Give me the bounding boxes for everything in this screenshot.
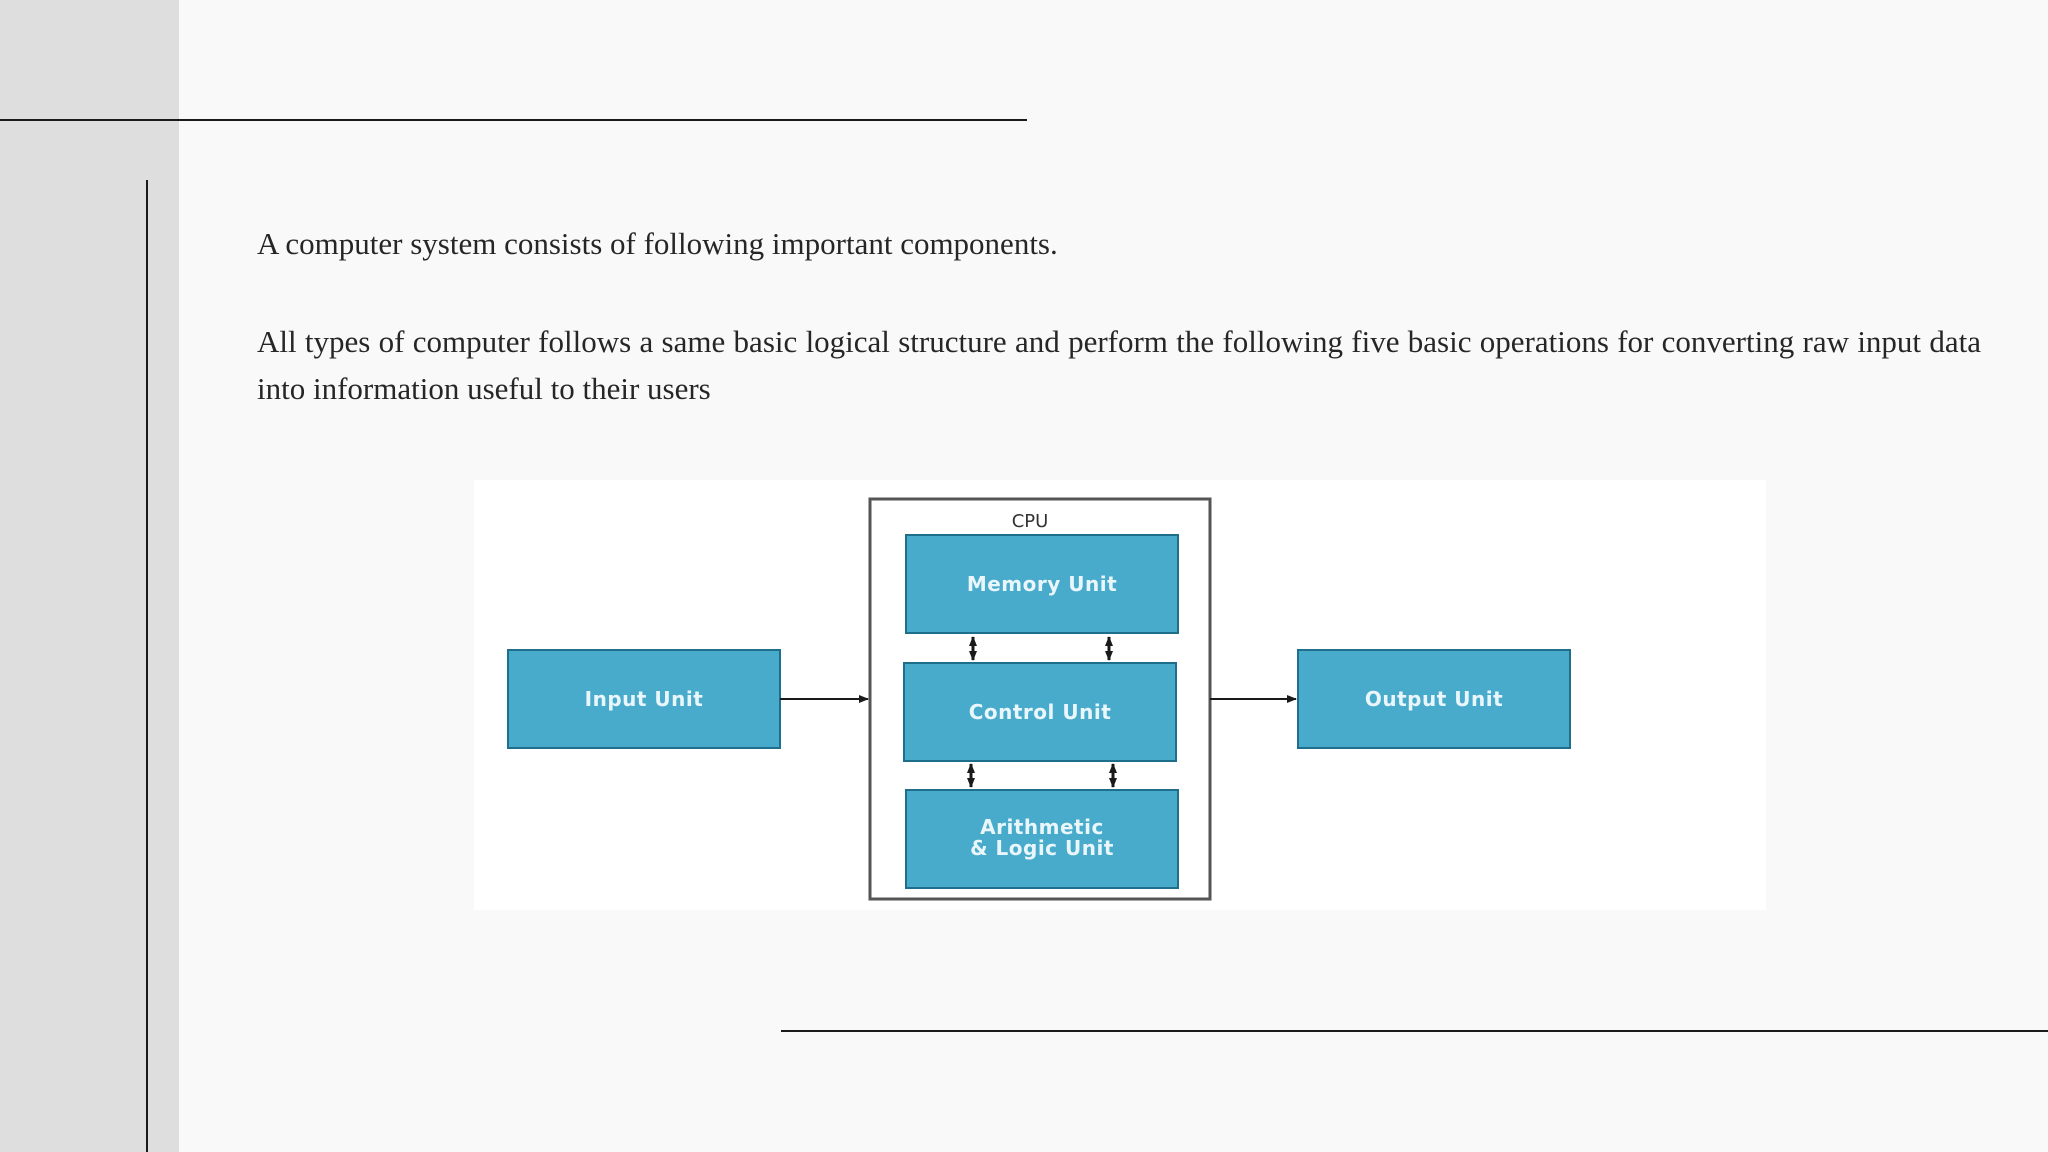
output-unit-rect	[1297, 649, 1571, 749]
cpu-label: CPU	[1012, 511, 1049, 532]
input-unit-box: Input Unit	[507, 649, 781, 749]
diagram-canvas: CPU Memory Unit Control Unit Arithmetic …	[474, 480, 1766, 910]
intro-text: A computer system consists of following …	[257, 226, 1058, 261]
input-unit-label: Input Unit	[585, 687, 704, 711]
control-unit-label: Control Unit	[969, 700, 1112, 724]
control-unit-box: Control Unit	[903, 662, 1177, 762]
top-divider-line	[0, 119, 1027, 121]
input-unit-rect	[507, 649, 781, 749]
computer-architecture-diagram: CPU Memory Unit Control Unit Arithmetic …	[474, 480, 1766, 910]
alu-label-line2: & Logic Unit	[970, 836, 1114, 860]
output-unit-label: Output Unit	[1365, 687, 1503, 711]
memory-unit-rect	[905, 534, 1179, 634]
alu-box: Arithmetic & Logic Unit	[905, 789, 1179, 889]
control-unit-rect	[903, 662, 1177, 762]
left-accent-band	[0, 0, 179, 1152]
memory-unit-label: Memory Unit	[967, 572, 1117, 596]
output-unit-box: Output Unit	[1297, 649, 1571, 749]
alu-label-line1: Arithmetic	[980, 815, 1104, 839]
bottom-divider-line	[781, 1030, 2048, 1032]
vertical-divider-line	[146, 180, 148, 1152]
memory-unit-box: Memory Unit	[905, 534, 1179, 634]
alu-rect	[905, 789, 1179, 889]
body-text: All types of computer follows a same bas…	[257, 324, 1981, 406]
